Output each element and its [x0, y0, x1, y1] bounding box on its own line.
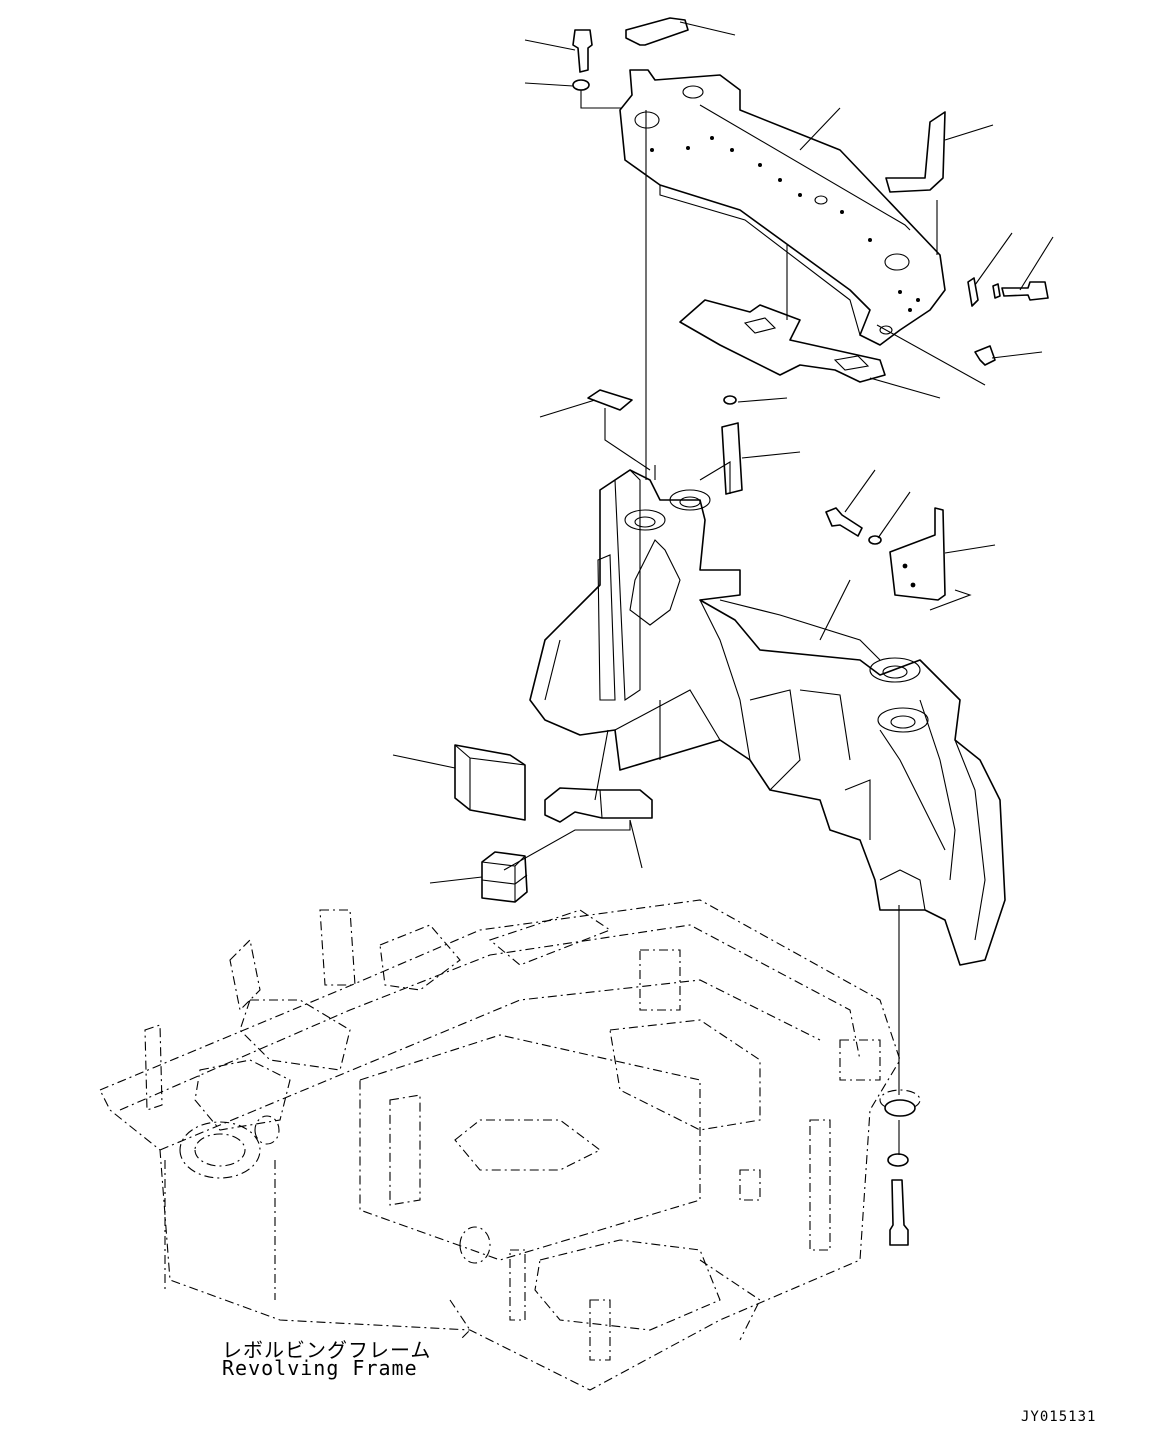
cover-plate — [679, 299, 886, 383]
frame-label-japanese: レボルビングフレーム — [222, 1338, 432, 1362]
main-frame-assembly — [529, 469, 1006, 966]
top-mounting-plate — [619, 69, 946, 346]
revolving-frame-outline — [99, 899, 921, 1391]
small-parts — [454, 17, 1049, 1246]
callout-leaders — [392, 21, 1054, 884]
frame-label-english: Revolving Frame — [222, 1356, 418, 1380]
drawing-number: JY015131 — [1021, 1409, 1097, 1425]
assembly-center-lines — [503, 90, 986, 1155]
